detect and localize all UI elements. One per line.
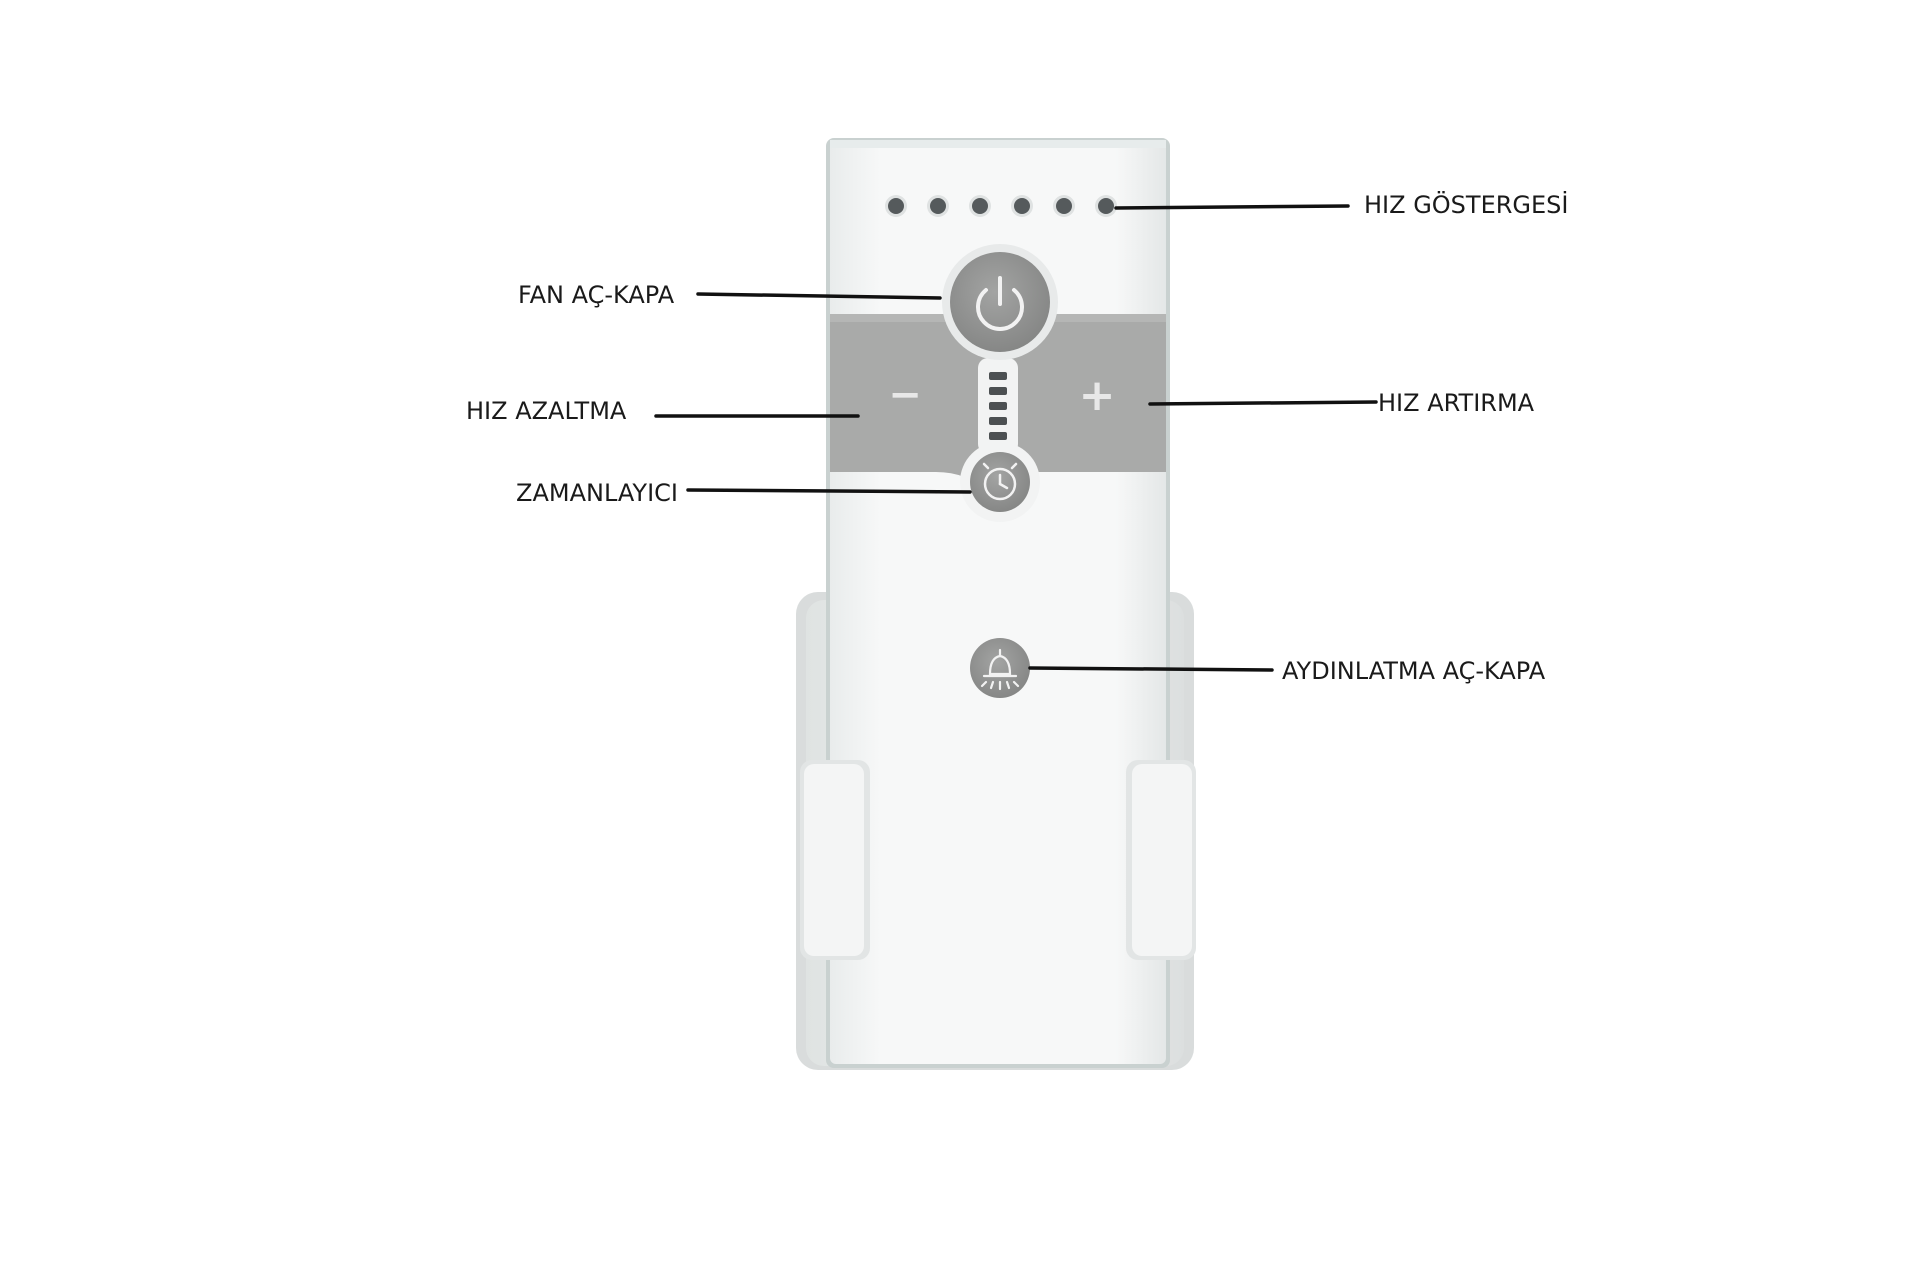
clock-icon xyxy=(982,462,1018,501)
label-fan-on-off: FAN AÇ-KAPA xyxy=(518,281,675,309)
speed-led xyxy=(1056,198,1072,214)
label-speed-up: HIZ ARTIRMA xyxy=(1378,389,1535,417)
speed-led xyxy=(1014,198,1030,214)
label-light-on-off: AYDINLATMA AÇ-KAPA xyxy=(1282,657,1546,685)
power-icon xyxy=(976,276,1024,331)
speed-up-button[interactable]: + xyxy=(1032,330,1160,462)
plus-symbol: + xyxy=(1079,370,1116,421)
speed-down-button[interactable]: − xyxy=(840,330,968,462)
leader-speed-up xyxy=(1148,400,1378,406)
speed-indicator-leds xyxy=(885,195,1117,217)
label-speed-indicator: HIZ GÖSTERGESİ xyxy=(1364,191,1569,219)
speed-led xyxy=(930,198,946,214)
speed-level-bar xyxy=(989,432,1007,440)
power-button[interactable] xyxy=(950,252,1050,352)
label-speed-down: HIZ AZALTMA xyxy=(466,397,627,425)
speed-level-bar xyxy=(989,372,1007,380)
minus-symbol: − xyxy=(888,372,922,418)
light-bulb-icon xyxy=(980,648,1020,691)
leader-light xyxy=(1028,666,1274,672)
holder-clip-right xyxy=(1126,760,1196,960)
leader-fan-on-off xyxy=(696,292,942,300)
speed-level-bar xyxy=(989,417,1007,425)
leader-timer xyxy=(686,488,972,494)
speed-led xyxy=(888,198,904,214)
speed-led xyxy=(972,198,988,214)
label-timer: ZAMANLAYICI xyxy=(516,479,678,507)
holder-clip-left xyxy=(800,760,870,960)
speed-level-bar xyxy=(989,402,1007,410)
timer-button[interactable] xyxy=(970,452,1030,512)
light-button[interactable] xyxy=(970,638,1030,698)
speed-level-bar xyxy=(989,387,1007,395)
leader-lines xyxy=(654,204,1378,672)
leader-speed-indicator xyxy=(1114,204,1350,210)
speed-led xyxy=(1098,198,1114,214)
speed-level-column xyxy=(978,358,1018,454)
